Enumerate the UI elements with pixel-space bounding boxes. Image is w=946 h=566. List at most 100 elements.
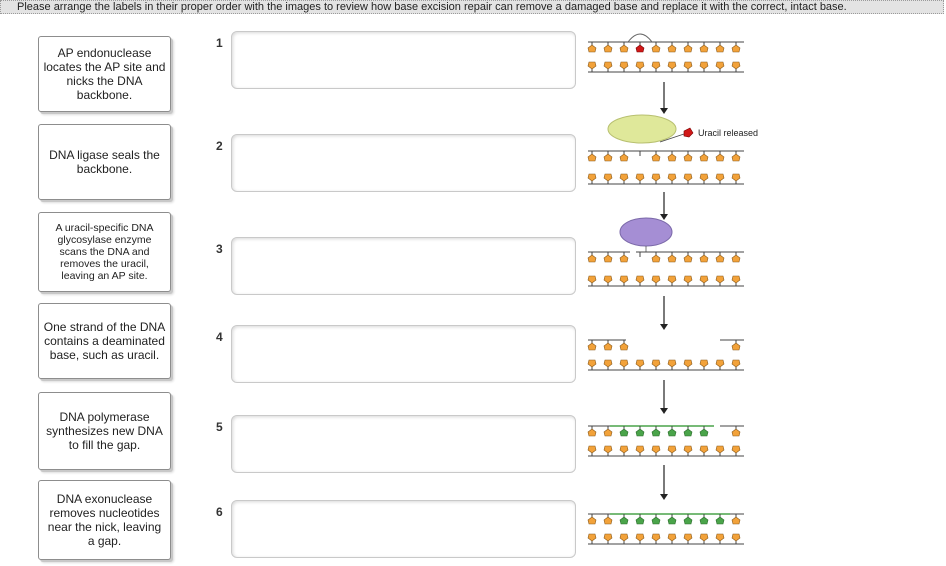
step-number-2: 2 [216,139,223,153]
nucleotide-bottom [715,445,725,454]
step-number-1: 1 [216,36,223,50]
nucleotide-top [619,153,629,162]
panel-gap [587,339,744,371]
label-ap-endonuclease[interactable]: AP endonuclease locates the AP site and … [38,36,171,112]
panel-endonuclease [587,217,744,287]
nucleotide-bottom [635,445,645,454]
label-glycosylase[interactable]: A uracil-specific DNA glycosylase enzyme… [38,212,171,292]
nucleotide-top [715,153,725,162]
new-nucleotide [635,428,645,437]
nucleotide-bottom [715,61,725,70]
label-text: DNA polymerase synthesizes new DNA to fi… [46,410,163,452]
uracil-base [635,44,645,53]
arrow-head [660,108,668,114]
nucleotide-top [731,342,741,351]
nucleotide-bottom [731,173,741,182]
nucleotide-bottom [699,61,709,70]
nucleotide-bottom [603,359,613,368]
label-dna-ligase[interactable]: DNA ligase seals the backbone. [38,124,171,200]
drop-target-5[interactable] [231,415,576,473]
nucleotide-bottom [667,533,677,542]
drop-target-6[interactable] [231,500,576,558]
nucleotide-bottom [667,445,677,454]
nucleotide-top [603,428,613,437]
nucleotide-top [731,44,741,53]
nucleotide-bottom [731,359,741,368]
nucleotide-bottom [683,61,693,70]
nucleotide-top [587,516,597,525]
nucleotide-bottom [619,275,629,284]
step-number-6: 6 [216,505,223,519]
nucleotide-bottom [635,275,645,284]
nucleotide-top [715,254,725,263]
nucleotide-bottom [683,359,693,368]
nucleotide-bottom [667,359,677,368]
label-dna-exonuclease[interactable]: DNA exonuclease removes nucleotides near… [38,480,171,560]
new-nucleotide [619,516,629,525]
nucleotide-top [651,254,661,263]
nucleotide-top [603,254,613,263]
new-nucleotide [651,428,661,437]
nucleotide-bottom [587,533,597,542]
nucleotide-bottom [683,445,693,454]
nucleotide-top [683,254,693,263]
nucleotide-bottom [683,533,693,542]
nucleotide-top [587,428,597,437]
nucleotide-bottom [651,61,661,70]
drop-target-1[interactable] [231,31,576,89]
nucleotide-bottom [619,359,629,368]
nucleotide-top [603,342,613,351]
nucleotide-bottom [667,61,677,70]
nucleotide-top [619,44,629,53]
nucleotide-bottom [603,173,613,182]
nucleotide-bottom [603,61,613,70]
panel-uracil [587,33,744,73]
nucleotide-top [651,153,661,162]
label-deaminated-base[interactable]: One strand of the DNA contains a deamina… [38,303,171,379]
new-nucleotide [715,516,725,525]
nucleotide-top [667,44,677,53]
nucleotide-bottom [683,173,693,182]
nucleotide-bottom [699,275,709,284]
uracil-leader [659,133,685,143]
nucleotide-bottom [715,533,725,542]
arrow-head [660,214,668,220]
label-text: One strand of the DNA contains a deamina… [43,320,166,362]
nucleotide-top [587,44,597,53]
nucleotide-bottom [635,359,645,368]
nucleotide-top [603,44,613,53]
nucleotide-bottom [587,445,597,454]
nucleotide-bottom [715,173,725,182]
label-text: AP endonuclease locates the AP site and … [43,46,166,102]
new-nucleotide [667,428,677,437]
new-nucleotide [683,428,693,437]
nucleotide-bottom [587,359,597,368]
nucleotide-bottom [587,275,597,284]
nucleotide-top [731,516,741,525]
nucleotide-top [699,44,709,53]
label-dna-polymerase[interactable]: DNA polymerase synthesizes new DNA to fi… [38,392,171,470]
nucleotide-bottom [635,533,645,542]
nucleotide-top [683,153,693,162]
nucleotide-top [603,516,613,525]
arrow-head [660,324,668,330]
nucleotide-top [731,254,741,263]
label-text: DNA ligase seals the backbone. [49,148,160,176]
nucleotide-bottom [619,533,629,542]
step-number-4: 4 [216,330,223,344]
new-nucleotide [635,516,645,525]
nucleotide-bottom [635,173,645,182]
nucleotide-bottom [651,359,661,368]
drop-target-3[interactable] [231,237,576,295]
drop-target-4[interactable] [231,325,576,383]
instructions-text: Please arrange the labels in their prope… [17,1,847,13]
instructions-bar: Please arrange the labels in their prope… [0,0,944,14]
drop-target-2[interactable] [231,134,576,192]
nucleotide-bottom [715,359,725,368]
nucleotide-bottom [731,61,741,70]
nucleotide-bottom [731,533,741,542]
new-nucleotide [667,516,677,525]
nucleotide-bottom [731,275,741,284]
nucleotide-top [651,44,661,53]
nucleotide-top [619,254,629,263]
